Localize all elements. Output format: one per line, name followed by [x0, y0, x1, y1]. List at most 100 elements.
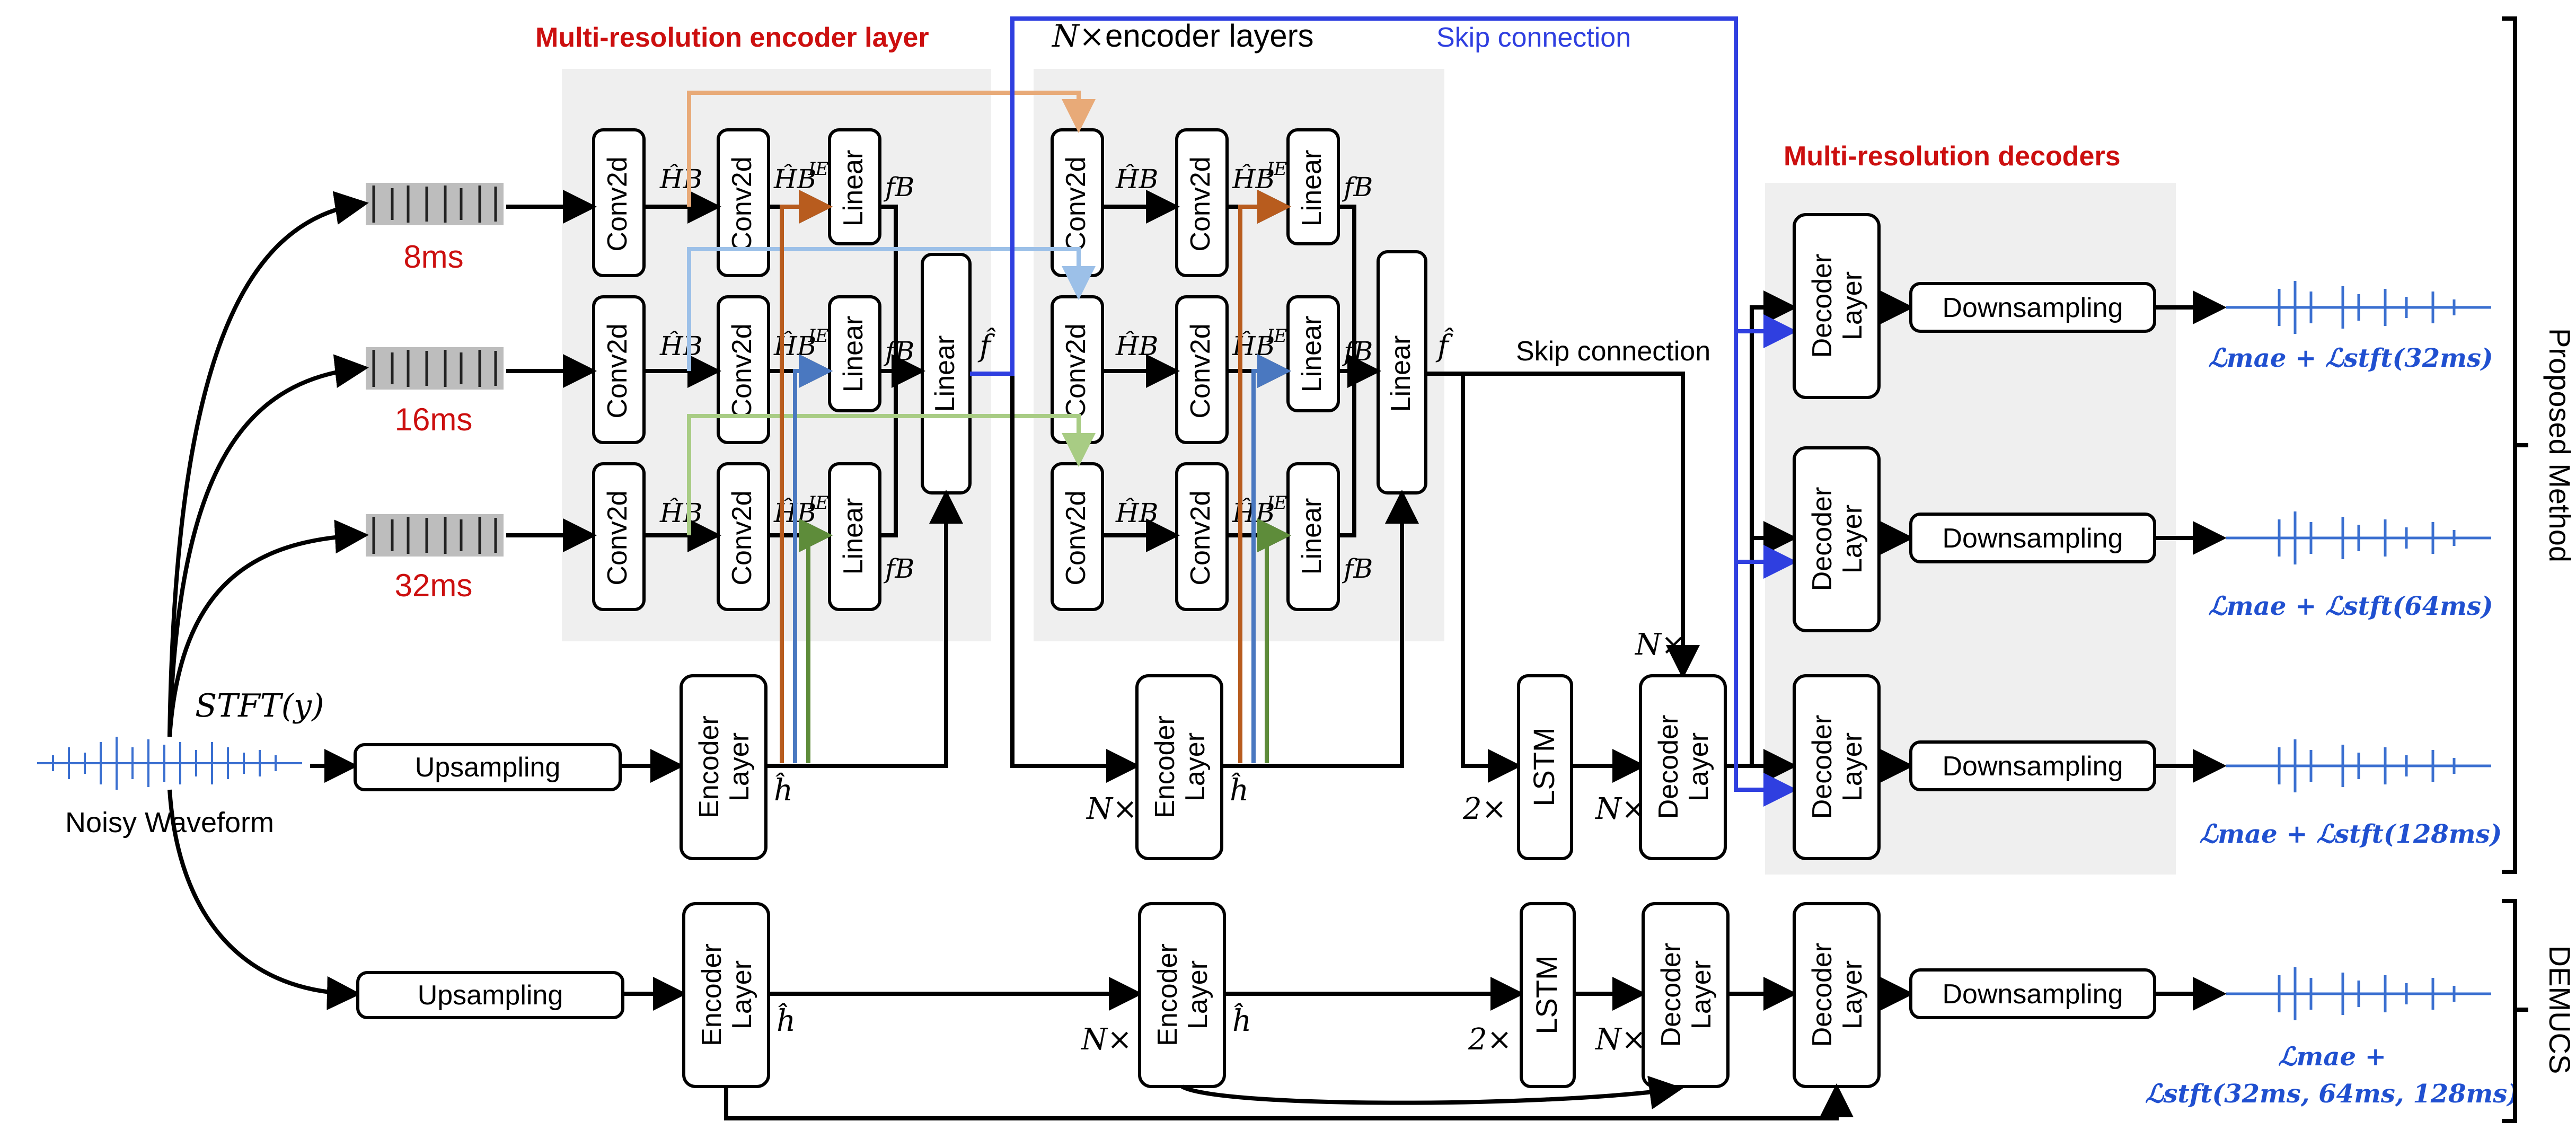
decoder-layer-label: Layer [1837, 732, 1868, 801]
symbol-f-hat: f̂ [977, 327, 996, 364]
output-waveform-icon [2226, 281, 2491, 334]
encoder-layer-label: Layer [1183, 960, 1213, 1029]
decoder-layer-label: Decoder [1656, 943, 1687, 1047]
lstm-label: LSTM [1527, 727, 1560, 806]
noisy-waveform-icon [37, 737, 302, 790]
symbol-h-b: ĤB [659, 497, 702, 528]
n-times-label: N× [1594, 792, 1646, 826]
mr-decoders-title: Multi-resolution decoders [1784, 141, 2121, 172]
decoder-layer-label: Decoder [1653, 715, 1684, 819]
downsampling-label: Downsampling [1942, 751, 2123, 782]
resolution-label-8ms: 8ms [403, 239, 463, 275]
conv2d-label: Conv2d [727, 156, 757, 251]
encoder-layers-title: encoder layers [1105, 18, 1314, 54]
n-times-label: N× [1080, 1022, 1132, 1057]
encoder-layer-label: Layer [1180, 732, 1211, 801]
spectrogram-16ms [366, 347, 504, 390]
stft-label: STFT(y) [195, 687, 324, 725]
loss-label-demucs-2: ℒstft(32ms, 64ms, 128ms) [2145, 1079, 2519, 1109]
conv2d-label: Conv2d [1061, 323, 1091, 418]
linear-label: Linear [1296, 498, 1327, 575]
output-waveform-icon [2226, 511, 2491, 564]
linear-label: Linear [1296, 150, 1327, 227]
linear-merge-label: Linear [930, 335, 960, 412]
spectrogram-32ms [366, 514, 504, 557]
upsampling-label: Upsampling [418, 980, 563, 1011]
mr-decoder-blocks [1793, 213, 1881, 860]
conv2d-label: Conv2d [1061, 156, 1091, 251]
proposed-bracket [2502, 16, 2517, 874]
symbol-ie-sup: IE [1266, 492, 1287, 514]
conv2d-a-col-2 [1051, 128, 1104, 611]
upsampling-label: Upsampling [415, 752, 561, 783]
n-times-label: N× [1086, 792, 1137, 826]
downsampling-label: Downsampling [1942, 523, 2123, 554]
lstm-label: LSTM [1530, 955, 1563, 1034]
decoder-layer-label: Layer [1686, 960, 1717, 1029]
symbol-f-hat: f̂ [1435, 327, 1454, 364]
symbol-h-b: ĤB [659, 330, 702, 361]
encoder-layer-label: Encoder [694, 716, 725, 818]
n-times-label: N× [1634, 628, 1686, 662]
symbol-ie-sup: IE [808, 492, 828, 514]
decoder-layer-label: Layer [1837, 271, 1868, 340]
symbol-h-b: ĤB [1115, 497, 1158, 528]
skip-connection-mid: Skip connection [1516, 336, 1710, 367]
conv2d-label: Conv2d [602, 156, 633, 251]
encoder-layer-label: Layer [727, 960, 757, 1029]
downsampling-blocks [1909, 282, 2156, 791]
conv2d-b-col-1 [717, 128, 770, 611]
conv2d-label: Conv2d [602, 323, 633, 418]
conv2d-label: Conv2d [1185, 490, 1216, 585]
linear-col-2 [1286, 128, 1340, 611]
two-times-label: 2× [1468, 1022, 1512, 1057]
symbol-ie-sup: IE [1266, 325, 1287, 347]
symbol-f-b: fB [1342, 172, 1373, 202]
output-waveform-icon [2226, 967, 2491, 1020]
symbol-h-hat: ĥ [774, 773, 793, 808]
linear-merge-label: Linear [1386, 335, 1416, 412]
skip-connection-top: Skip connection [1436, 22, 1631, 53]
symbol-h-b-ie: ĤB [773, 163, 816, 195]
resolution-label-16ms: 16ms [395, 402, 473, 437]
decoder-layer-label: Layer [1683, 732, 1714, 801]
decoder-layer-label: Decoder [1807, 943, 1838, 1047]
n-times-label: N× [1594, 1022, 1646, 1057]
conv2d-label: Conv2d [727, 323, 757, 418]
downsampling-label: Downsampling [1942, 979, 2123, 1010]
linear-col-1 [828, 128, 881, 611]
symbol-h-hat: ĥ [1230, 773, 1249, 808]
decoder-layer-label: Decoder [1807, 715, 1838, 819]
decoder-layer-label: Layer [1837, 960, 1868, 1029]
mr-encoder-title: Multi-resolution encoder layer [535, 22, 929, 53]
symbol-f-b: fB [883, 336, 914, 367]
encoder-layer-label: Encoder [1152, 943, 1183, 1046]
decoder-layer-label: Decoder [1807, 254, 1838, 358]
conv2d-label: Conv2d [602, 490, 633, 585]
loss-label-128ms: ℒmae + ℒstft(128ms) [2200, 819, 2502, 849]
symbol-h-hat: ĥ [1232, 1003, 1251, 1038]
spectrogram-8ms [366, 183, 504, 225]
resolution-label-32ms: 32ms [395, 568, 473, 603]
decoder-layer-label: Decoder [1807, 487, 1838, 591]
symbol-f-b: fB [1342, 553, 1373, 584]
symbol-h-b: ĤB [1115, 163, 1158, 195]
linear-label: Linear [838, 150, 869, 227]
demucs-label: DEMUCS [2543, 946, 2576, 1074]
symbol-h-hat: ĥ [777, 1003, 796, 1038]
loss-label-demucs-1: ℒmae + [2278, 1042, 2386, 1072]
symbol-h-b: ĤB [659, 163, 702, 195]
downsampling-label: Downsampling [1942, 293, 2123, 323]
linear-label: Linear [838, 498, 869, 575]
loss-label-32ms: ℒmae + ℒstft(32ms) [2208, 343, 2493, 373]
symbol-f-b: fB [1342, 336, 1373, 367]
encoder-layer-label: Layer [724, 732, 755, 801]
symbol-ie-sup: IE [808, 158, 828, 180]
symbol-f-b: fB [883, 172, 914, 202]
n-prefix-top: N× [1051, 18, 1105, 54]
symbol-ie-sup: IE [1266, 158, 1287, 180]
conv2d-b-col-2 [1175, 128, 1229, 611]
linear-label: Linear [838, 316, 869, 393]
conv2d-label: Conv2d [1185, 156, 1216, 251]
